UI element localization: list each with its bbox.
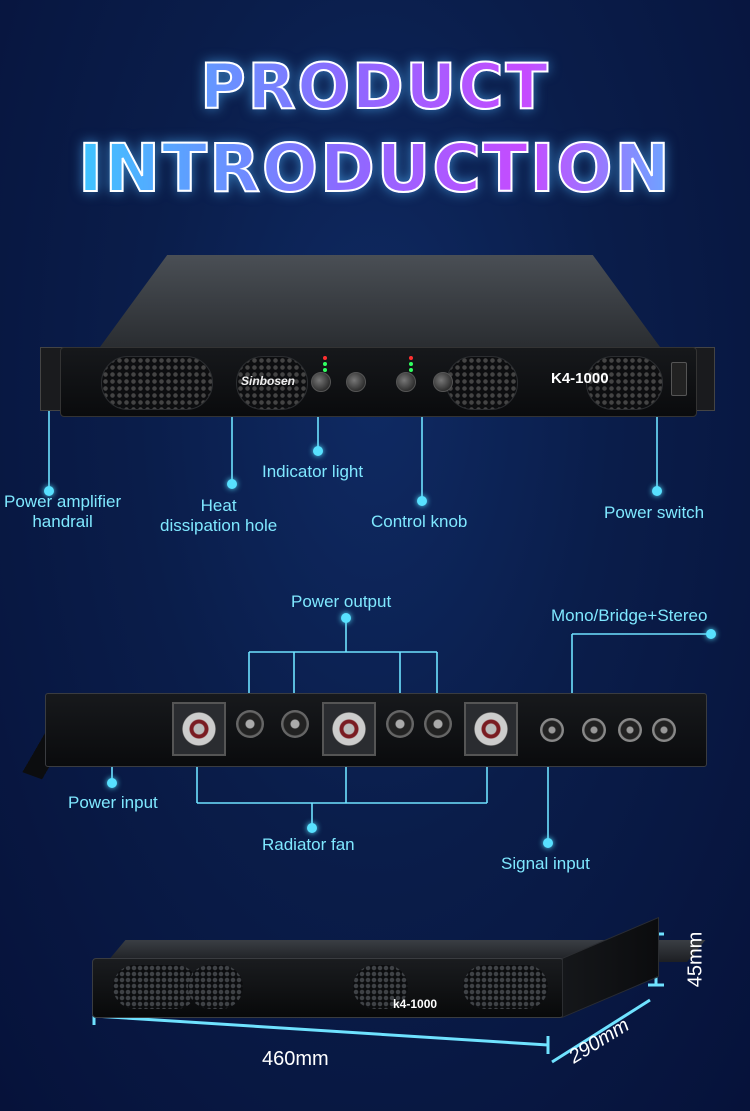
fan-icon-2: [322, 702, 376, 756]
led-signal-c: [409, 362, 413, 366]
power-switch-icon: [671, 362, 687, 396]
front-faceplate: Sinbosen K4-1000: [60, 347, 697, 417]
dot-switch: [652, 486, 662, 496]
label-signal-input: Signal input: [501, 854, 590, 873]
faceplate-3d: k4-1000: [92, 958, 564, 1018]
speakon-ch2: [281, 710, 309, 738]
dot-mono-bridge: [706, 629, 716, 639]
grill-3d-center-right: [353, 965, 408, 1009]
dot-radiator-fan: [307, 823, 317, 833]
label-indicator: Indicator light: [262, 462, 364, 481]
grill-3d-right: [463, 965, 548, 1009]
led-clip-c: [409, 356, 413, 360]
dim-height: 45mm: [684, 931, 707, 988]
dot-power-input: [107, 778, 117, 788]
label-heat-hole: Heat dissipation hole: [160, 496, 278, 535]
model-label-3d: k4-1000: [393, 997, 438, 1011]
brand-logo: Sinbosen: [241, 374, 296, 388]
label-knob: Control knob: [371, 512, 468, 531]
xlr-ch1: [540, 718, 564, 742]
label-switch: Power switch: [604, 503, 705, 522]
speakon-ch1: [236, 710, 264, 738]
label-power-input: Power input: [68, 793, 158, 812]
led-clip-a: [323, 356, 327, 360]
xlr-ch3: [618, 718, 642, 742]
amplifier-rear-image: [45, 693, 707, 767]
title-line-2: INTRODUCTION: [0, 129, 750, 208]
led-power-c: [409, 368, 413, 372]
speakon-ch4: [424, 710, 452, 738]
heat-grill-left: [101, 356, 213, 410]
grill-3d-center-left: [188, 965, 243, 1009]
dot-handrail: [44, 486, 54, 496]
knob-chd: [433, 372, 453, 392]
dot-knob: [417, 496, 427, 506]
fan-icon-3: [464, 702, 518, 756]
dot-signal-input: [543, 838, 553, 848]
led-power-a: [323, 368, 327, 372]
heat-grill-center-right: [446, 356, 518, 410]
dot-heat: [227, 479, 237, 489]
title-line-1: PRODUCT: [0, 49, 750, 124]
amplifier-front-image: Sinbosen K4-1000: [40, 255, 715, 425]
model-label: K4-1000: [551, 370, 609, 387]
dot-indicator: [313, 446, 323, 456]
xlr-ch2: [582, 718, 606, 742]
dot-power-output: [341, 613, 351, 623]
amplifier-perspective-image: k4-1000: [92, 916, 706, 1035]
grill-3d-left: [113, 965, 198, 1009]
knob-chb: [346, 372, 366, 392]
label-handrail: Power amplifier handrail: [4, 492, 122, 531]
speakon-ch3: [386, 710, 414, 738]
led-signal-a: [323, 362, 327, 366]
label-mono-bridge: Mono/Bridge+Stereo: [551, 606, 708, 625]
xlr-ch4: [652, 718, 676, 742]
heat-grill-right: [586, 356, 663, 410]
knob-cha: [311, 372, 331, 392]
dim-width: 460mm: [262, 1048, 329, 1070]
fan-icon-1: [172, 702, 226, 756]
label-power-output: Power output: [291, 592, 392, 611]
chassis-top: [100, 255, 660, 347]
label-radiator-fan: Radiator fan: [262, 835, 355, 854]
knob-chc: [396, 372, 416, 392]
heat-grill-center-left: [236, 356, 308, 410]
